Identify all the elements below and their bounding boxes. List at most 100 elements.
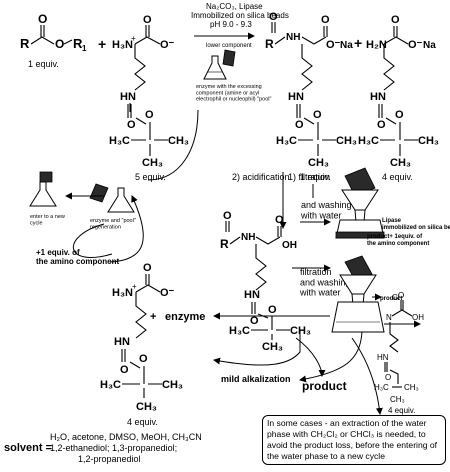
svg-text:HN: HN <box>288 91 304 103</box>
svg-text:+: + <box>131 34 136 43</box>
acid-product: R O NH O OH HN O O H₃C CH₃ CH₃ <box>220 210 311 353</box>
svg-text:OH: OH <box>282 240 297 251</box>
filter-funnel-icon <box>331 255 385 333</box>
plus-sign: + <box>98 36 106 52</box>
svg-text:Immobilized on silica beads: Immobilized on silica beads <box>191 11 289 20</box>
svg-text:Na: Na <box>340 40 353 51</box>
ammonium-chloride: Cl N O OH HN O H₃C CH₃ CH₃ 4 equiv. <box>374 291 424 415</box>
svg-text:Na: Na <box>423 40 436 51</box>
svg-text:1: 1 <box>82 44 87 53</box>
svg-text:O⁻: O⁻ <box>160 287 175 299</box>
svg-text:HN: HN <box>120 91 136 103</box>
svg-text:CH₃: CH₃ <box>418 135 439 147</box>
svg-text:O: O <box>143 262 152 274</box>
svg-text:O: O <box>321 14 330 26</box>
svg-text:H₂N: H₂N <box>366 39 387 51</box>
enzyme-label: enzyme <box>165 311 205 323</box>
svg-text:O: O <box>38 12 47 26</box>
svg-text:O: O <box>145 109 154 121</box>
svg-text:O: O <box>250 315 259 327</box>
svg-text:1) filtration: 1) filtration <box>288 172 330 182</box>
svg-text:HN: HN <box>244 289 260 301</box>
svg-text:O: O <box>377 119 386 131</box>
svg-text:+: + <box>354 35 362 51</box>
svg-text:O: O <box>120 364 129 376</box>
svg-text:H₃C: H₃C <box>229 325 250 337</box>
svg-text:CH₃: CH₃ <box>142 157 163 169</box>
svg-text:5 equiv.: 5 equiv. <box>135 172 166 182</box>
svg-text:O: O <box>223 210 232 222</box>
svg-text:O: O <box>295 119 304 131</box>
svg-text:Cl: Cl <box>392 293 400 302</box>
svg-text:CH₃: CH₃ <box>162 379 183 391</box>
svg-text:OH: OH <box>412 313 424 322</box>
amide-product: R O NH O O⁻ Na HN O O H₃C CH₃ CH₃ 1 equi… <box>265 11 357 182</box>
svg-text:enzyme and "pool"regeneration: enzyme and "pool"regeneration <box>90 218 136 230</box>
svg-text:HN: HN <box>370 91 386 103</box>
amine-salt-4equiv: H₂N O O⁻ Na HN O O H₃C CH₃ CH₃ 4 equiv. <box>358 14 439 182</box>
regeneration-flask-icon <box>89 183 135 213</box>
svg-text:R: R <box>20 36 30 51</box>
svg-text:CH₃: CH₃ <box>404 383 419 392</box>
svg-text:O: O <box>143 14 152 26</box>
svg-text:O: O <box>398 291 404 300</box>
product-label: product <box>302 379 347 393</box>
svg-text:H₃C: H₃C <box>358 135 379 147</box>
svg-text:H₃N: H₃N <box>112 39 133 51</box>
svg-text:4 equiv.: 4 equiv. <box>388 406 415 415</box>
svg-text:1 equiv.: 1 equiv. <box>28 59 59 69</box>
svg-text:1,2-propanediol: 1,2-propanediol <box>78 454 141 464</box>
svg-text:H₃C: H₃C <box>374 383 389 392</box>
svg-text:H₂O, acetone, DMSO, MeOH, CH₃C: H₂O, acetone, DMSO, MeOH, CH₃CN <box>50 432 202 442</box>
svg-text:H₃C: H₃C <box>109 135 130 147</box>
boc-lysine-5equiv: H₃N + O O⁻ HN O O H₃C CH₃ CH₃ 5 equiv. <box>109 14 189 182</box>
svg-text:O: O <box>395 109 404 121</box>
filter-funnel-icon <box>335 167 385 239</box>
svg-text:H₃N: H₃N <box>112 287 133 299</box>
boc-lysine-4equiv: H₃N + O O⁻ HN O O H₃C CH₃ CH₃ 4 equiv. <box>100 262 183 427</box>
ester-molecule: R O O R 1 1 equiv. <box>20 12 87 69</box>
svg-text:O: O <box>391 14 400 26</box>
svg-text:O⁻: O⁻ <box>408 39 423 51</box>
svg-text:2) acidification: 2) acidification <box>232 172 290 182</box>
svg-text:O⁻: O⁻ <box>326 39 341 51</box>
svg-text:product: product <box>380 296 402 302</box>
svg-text:1 equiv.: 1 equiv. <box>300 172 331 182</box>
svg-text:R: R <box>265 37 274 51</box>
svg-text:R: R <box>73 36 83 51</box>
svg-text:4 equiv.: 4 equiv. <box>127 417 158 427</box>
svg-text:O: O <box>127 119 136 131</box>
svg-text:pH 9.0 - 9.3: pH 9.0 - 9.3 <box>210 20 252 29</box>
svg-text:O: O <box>269 11 278 23</box>
svg-text:CH₃: CH₃ <box>168 135 189 147</box>
flask-icon <box>203 49 236 80</box>
svg-text:CH₃: CH₃ <box>390 157 411 169</box>
svg-text:solvent =: solvent = <box>4 442 52 454</box>
svg-text:O: O <box>268 304 277 316</box>
svg-text:CH₃: CH₃ <box>308 157 329 169</box>
svg-text:O: O <box>139 353 148 365</box>
svg-text:Na₂CO₃, Lipase: Na₂CO₃, Lipase <box>206 2 263 11</box>
svg-text:O: O <box>55 37 64 51</box>
extraction-note: In some cases - an extraction of the wat… <box>262 415 446 465</box>
svg-text:1,2-ethanediol; 1,3-propanedio: 1,2-ethanediol; 1,3-propanediol; <box>50 443 177 453</box>
svg-text:HN: HN <box>377 353 389 362</box>
svg-text:CH₃: CH₃ <box>390 395 405 404</box>
svg-text:R: R <box>220 237 229 251</box>
svg-text:O: O <box>275 214 284 226</box>
svg-text:H₃C: H₃C <box>100 379 121 391</box>
svg-text:H₃C: H₃C <box>276 135 297 147</box>
svg-text:O⁻: O⁻ <box>160 39 175 51</box>
svg-text:+: + <box>132 282 137 291</box>
svg-text:mild alkalization: mild alkalization <box>221 374 291 384</box>
svg-text:HN: HN <box>114 336 130 348</box>
svg-text:4 equiv.: 4 equiv. <box>382 172 413 182</box>
